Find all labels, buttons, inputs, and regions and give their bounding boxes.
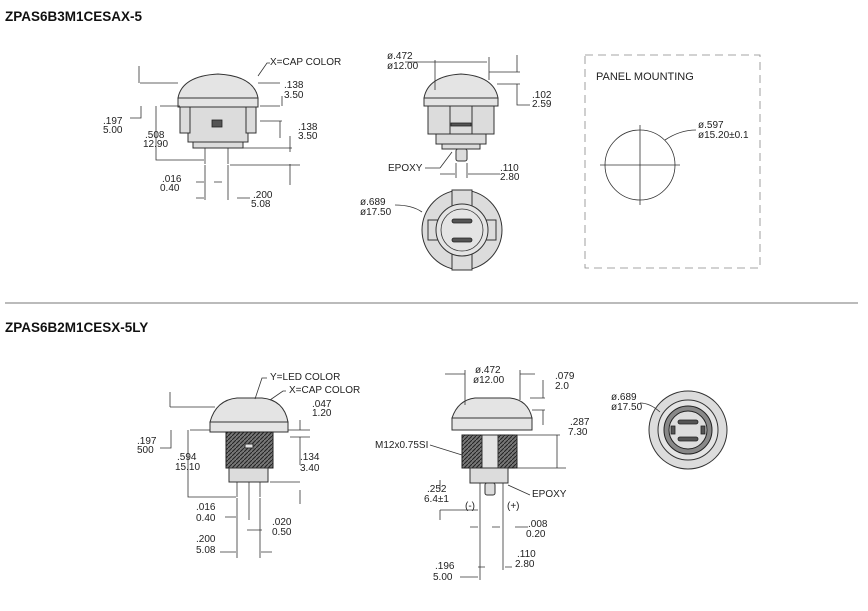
cap-color-label: X=CAP COLOR [270, 57, 341, 68]
dim-label: 2.80 [500, 172, 520, 183]
dim-label: .020 [272, 517, 292, 528]
dim-label: .134 [300, 452, 320, 463]
switch-bottom-view-1: ø.689 ø17.50 [360, 189, 503, 271]
dim-label: .508 [145, 130, 165, 141]
dim-label: 5.08 [196, 545, 216, 556]
dim-label: 3.40 [300, 463, 320, 474]
switch-side-view-1: X=CAP COLOR .138 3.50 .197 5.00 .508 12.… [103, 57, 341, 210]
dim-label: ø.689 [611, 392, 637, 403]
dim-label: .079 [555, 371, 575, 382]
dim-label: ø17.50 [611, 402, 643, 413]
dim-label: 500 [137, 445, 154, 456]
dim-label: .138 [298, 122, 318, 133]
dim-label: 0.20 [526, 529, 546, 540]
epoxy-label: EPOXY [532, 489, 567, 500]
led-color-label: Y=LED COLOR [270, 372, 340, 383]
switch-front-view-1: ø.472 ø12.00 .102 2.59 EPOXY .110 2.80 [387, 51, 552, 183]
dim-label: .287 [570, 417, 590, 428]
dim-label: .016 [162, 174, 182, 185]
dim-label: 0.50 [272, 527, 292, 538]
section1-title: ZPAS6B3M1CESAX-5 [5, 9, 143, 24]
dim-label: 5.08 [251, 199, 271, 210]
dim-label: .196 [435, 561, 455, 572]
switch-front-view-2: ø.472 ø12.00 .079 2.0 .287 7.30 M12x0.75… [375, 365, 590, 583]
dim-label: .197 [137, 436, 157, 447]
dim-label: 7.30 [568, 427, 588, 438]
cap-band [177, 97, 259, 108]
thread-label: M12x0.75SI [375, 440, 428, 451]
dim-label: ø.597 [698, 120, 724, 131]
cap-color-label: X=CAP COLOR [289, 385, 360, 396]
dim-label: ø15.20±0.1 [698, 130, 749, 141]
dim-label: .047 [312, 399, 332, 410]
dim-label: ø.472 [475, 365, 501, 376]
dim-label: 15.10 [175, 462, 200, 473]
cap-dome [177, 73, 259, 99]
dim-label: .594 [177, 452, 197, 463]
dim-label: ø.689 [360, 197, 386, 208]
switch-bottom-view-2: ø.689 ø17.50 [611, 390, 728, 470]
minus-terminal-label: (-) [465, 501, 475, 512]
dim-label: 5.00 [103, 125, 123, 136]
dim-label: ø.472 [387, 51, 413, 62]
dim-label: .110 [517, 549, 536, 560]
dim-label: .102 [532, 90, 552, 101]
dim-label: 1.20 [312, 408, 332, 419]
section2-title: ZPAS6B2M1CESX-5LY [5, 320, 148, 335]
dim-label: .016 [196, 502, 216, 513]
dim-label: ø12.00 [387, 61, 419, 72]
dim-label: .008 [528, 519, 548, 530]
dim-label: 3.50 [284, 90, 304, 101]
dim-label: .200 [196, 534, 216, 545]
dim-label: 0.40 [196, 513, 216, 524]
panel-mounting-title: PANEL MOUNTING [596, 71, 694, 83]
dim-label: 2.80 [515, 559, 535, 570]
dim-label: ø17.50 [360, 207, 392, 218]
epoxy-label: EPOXY [388, 163, 423, 174]
dim-label: .110 [500, 163, 519, 174]
dim-label: .197 [103, 116, 123, 127]
dim-label: .200 [253, 190, 273, 201]
dim-label: 0.40 [160, 183, 180, 194]
dim-label: 5.00 [433, 572, 453, 583]
dim-label: .138 [284, 80, 304, 91]
dim-label: 3.50 [298, 131, 318, 142]
plus-terminal-label: (+) [507, 501, 520, 512]
dim-label: 6.4±1 [424, 494, 449, 505]
dim-label: 2.59 [532, 99, 552, 110]
dim-label: .252 [427, 484, 447, 495]
dim-label: 2.0 [555, 381, 569, 392]
dim-label: ø12.00 [473, 375, 505, 386]
switch-side-view-2: Y=LED COLOR X=CAP COLOR .047 1.20 .197 5… [137, 372, 360, 558]
dim-label: 12.90 [143, 139, 168, 150]
panel-mounting-box: PANEL MOUNTING ø.597 ø15.20±0.1 [584, 54, 761, 269]
